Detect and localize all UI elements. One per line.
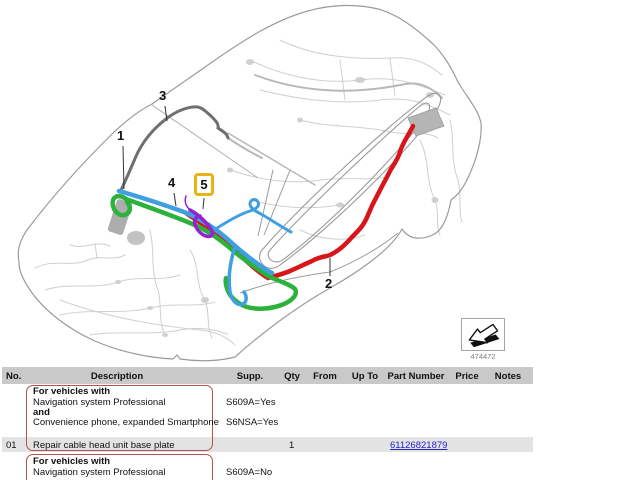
part-row-description: Repair cable head unit base plate [33, 440, 175, 451]
col-header-description: Description [90, 371, 144, 382]
callout-4[interactable]: 4 [168, 175, 176, 190]
annotation-rect-2 [26, 454, 213, 480]
condition1-line1: For vehicles with [33, 386, 111, 397]
condition1-line4: Convenience phone, expanded Smartphone [33, 417, 219, 428]
callout-5-highlighted[interactable]: 5 [194, 173, 214, 196]
callout-5-label: 5 [200, 177, 208, 192]
part-number-link[interactable]: 61126821879 [390, 440, 448, 451]
col-header-price: Price [455, 371, 479, 382]
condition1-supp1: S609A=Yes [226, 397, 276, 408]
table-header-band [2, 367, 533, 384]
col-header-notes: Notes [494, 371, 522, 382]
harness-3-dark [119, 105, 230, 192]
wiring-harness-diagram: 1 2 3 4 5 474472 [17, 4, 505, 362]
condition1-line3: and [33, 407, 50, 418]
callout-leader-lines [122, 105, 331, 276]
background-harness-heavier [227, 74, 443, 186]
col-header-supp: Supp. [236, 371, 264, 382]
col-header-no: No. [6, 371, 22, 382]
callout-3[interactable]: 3 [159, 88, 167, 103]
part-row-qty: 1 [289, 440, 295, 451]
diagram-image-number: 474472 [470, 352, 496, 361]
harness-5-purple [184, 195, 215, 239]
col-header-qty: Qty [284, 371, 300, 382]
callout-1[interactable]: 1 [117, 128, 125, 143]
part-row-no: 01 [6, 440, 17, 451]
condition2-line1: For vehicles with [33, 456, 111, 467]
part-row-band [2, 437, 533, 452]
page-reference-button[interactable] [461, 318, 505, 351]
col-header-part-number: Part Number [387, 371, 445, 382]
condition2-supp1: S609A=No [226, 467, 273, 478]
page-turn-arrow-icon [468, 323, 500, 348]
condition1-line2: Navigation system Professional [33, 397, 166, 408]
car-diagram-svg [17, 4, 482, 362]
condition1-supp2: S6NSA=Yes [226, 417, 279, 428]
col-header-from: From [313, 371, 337, 382]
col-header-upto: Up To [351, 371, 379, 382]
callout-2[interactable]: 2 [325, 276, 333, 291]
condition2-line2: Navigation system Professional [33, 467, 166, 478]
annotation-rect-1 [26, 385, 213, 451]
